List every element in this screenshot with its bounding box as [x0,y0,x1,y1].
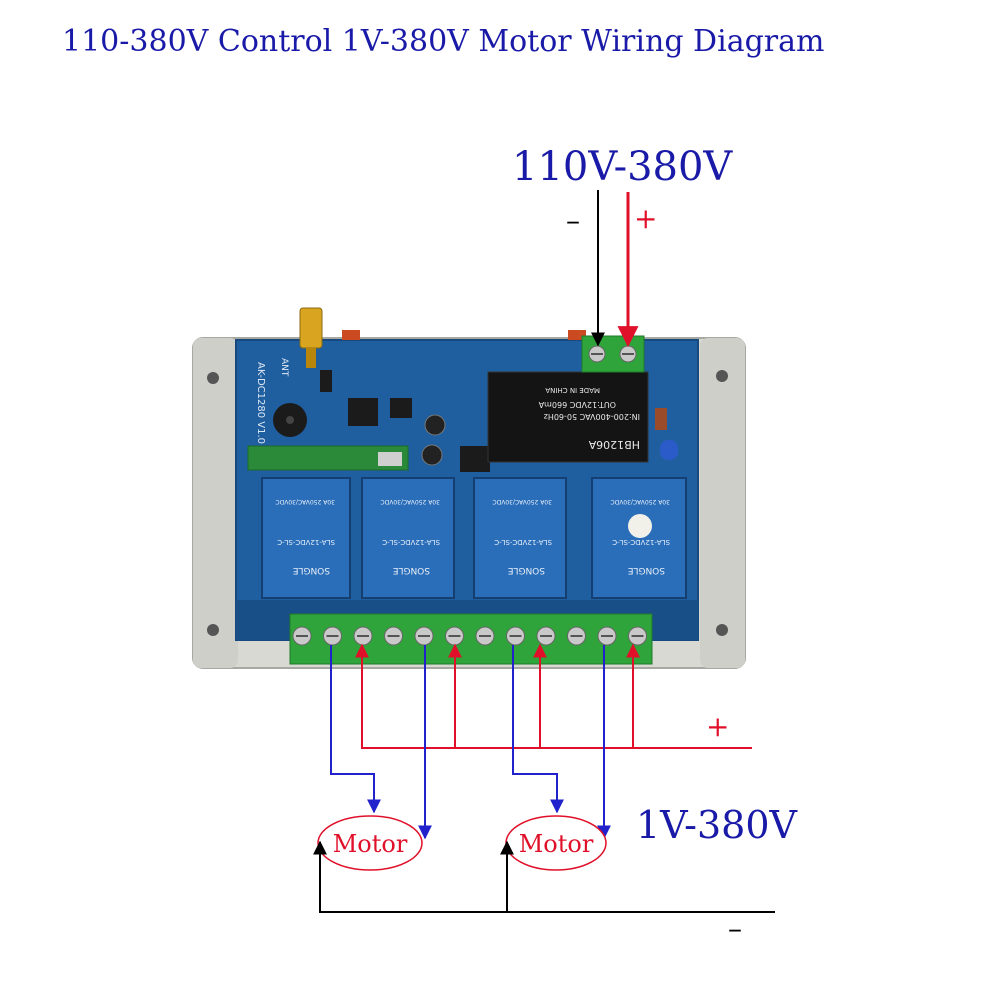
output-negative-bus [313,840,775,913]
varistor [660,440,678,460]
output-terminal-block [289,613,653,665]
svg-text:SONGLE: SONGLE [292,565,330,575]
capacitor [424,414,446,436]
power-module-model: HB1206A [588,438,640,451]
certification-sticker [628,514,652,538]
output-negative-label: – [728,912,742,945]
antenna-connector [299,307,323,349]
input-negative-label: – [566,204,580,237]
motor-label: Motor [333,830,408,858]
svg-text:30A 250VAC/30VDC: 30A 250VAC/30VDC [610,498,670,505]
output-positive-label: + [706,710,729,743]
svg-text:SONGLE: SONGLE [627,565,665,575]
board-model-label: AK-DC1280 V1.0 [255,362,266,444]
svg-text:SLA-12VDC-SL-C: SLA-12VDC-SL-C [382,538,440,546]
mount-hole [207,372,219,384]
svg-text:SLA-12VDC-SL-C: SLA-12VDC-SL-C [277,538,335,546]
output-wiring: + Motor Motor 1V-380V – [313,643,798,945]
input-positive-label: + [634,202,657,235]
mount-hole [716,370,728,382]
power-module [487,371,649,463]
input-voltage-label: 110V-380V [512,144,733,190]
relay-board-pcb: ANT AK-DC1280 V1.0 HB1206A IN:200-400VAC… [235,307,699,665]
fuse [655,408,667,430]
input-terminal-block [581,335,645,373]
power-module-output: OUT:12VDC 660mA [538,400,616,409]
capacitor [421,444,443,466]
antenna-label: ANT [279,358,289,377]
motor-label: Motor [519,830,594,858]
output-voltage-label: 1V-380V [636,803,798,847]
svg-text:SLA-12VDC-SL-C: SLA-12VDC-SL-C [612,538,670,546]
output-positive-bus [361,660,752,749]
mount-hole [207,624,219,636]
relay: SONGLE SLA-12VDC-SL-C 30A 250VAC/30VDC [361,477,455,599]
motor-2: Motor [505,815,607,871]
svg-text:SLA-12VDC-SL-C: SLA-12VDC-SL-C [494,538,552,546]
relay: SONGLE SLA-12VDC-SL-C 30A 250VAC/30VDC [261,477,351,599]
relay: SONGLE SLA-12VDC-SL-C 30A 250VAC/30VDC [591,477,687,599]
power-module-input: IN:200-400VAC 50-60Hz [544,412,640,421]
svg-text:30A 250VAC/30VDC: 30A 250VAC/30VDC [380,498,440,505]
svg-text:SONGLE: SONGLE [392,565,430,575]
relay: SONGLE SLA-12VDC-SL-C 30A 250VAC/30VDC [473,477,567,599]
motor-1: Motor [317,815,423,871]
mount-hole [716,624,728,636]
page-title: 110-380V Control 1V-380V Motor Wiring Di… [62,24,824,59]
microcontroller-chip [348,398,378,426]
input-supply-wiring: 110V-380V – + [512,144,733,348]
power-module-origin: MADE IN CHINA [545,386,600,394]
svg-text:30A 250VAC/30VDC: 30A 250VAC/30VDC [275,498,335,505]
svg-text:30A 250VAC/30VDC: 30A 250VAC/30VDC [492,498,552,505]
motor-wire [330,645,381,814]
motor-wire [512,645,564,814]
svg-text:SONGLE: SONGLE [507,565,545,575]
